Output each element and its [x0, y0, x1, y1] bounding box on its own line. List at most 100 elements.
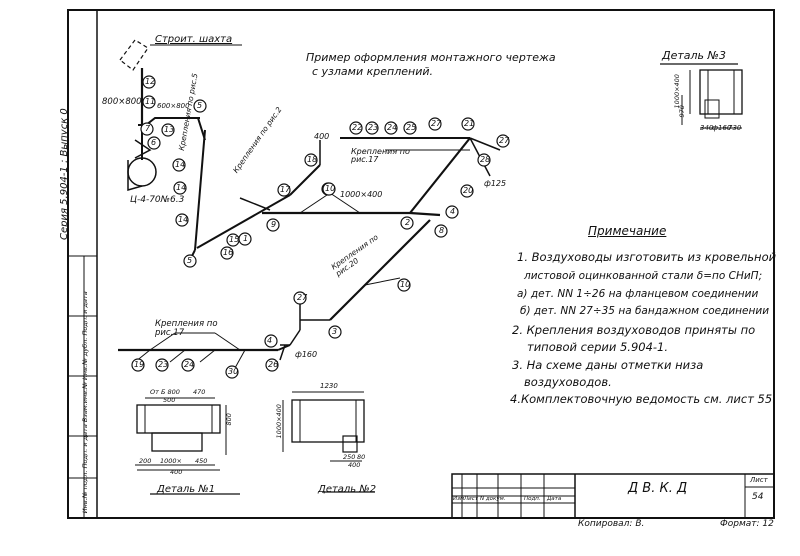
note-line: б) дет. NN 27÷35 на бандажном соединении	[520, 305, 770, 317]
callout-number: 16	[223, 248, 234, 257]
note-line: листовой оцинкованной стали δ=по СНиП;	[524, 270, 763, 282]
callout-number: 24	[387, 123, 398, 132]
detail-3-dim: 1000×400	[672, 74, 681, 109]
detail-3-dim: 340	[700, 124, 714, 132]
callout-number: 7	[145, 124, 151, 133]
callout-number: 4	[267, 336, 273, 345]
callout-number: 19	[134, 360, 145, 369]
callout-number: 1	[243, 234, 249, 243]
callout-number: 5	[197, 101, 203, 110]
shaft-label: Строит. шахта	[155, 34, 233, 45]
callout-number: 28	[480, 155, 491, 164]
fan-label: Ц-4-70№6.3	[130, 195, 185, 205]
detail-3-dim: 970	[677, 105, 686, 118]
callout-circles	[131, 75, 510, 379]
duct-scheme	[118, 39, 501, 369]
stamp-fields-label: Инв.№ подл. Подп. и дата Взам.инв.№ Инв.…	[80, 291, 89, 514]
note-line: 3. На схеме даны отметки низа	[512, 358, 704, 372]
callout-number: 5	[187, 256, 193, 265]
detail-1-dim: 470	[193, 388, 206, 396]
callout-number: 14	[178, 215, 189, 224]
outer-frame	[67, 9, 775, 519]
note-line: 2. Крепления воздуховодов приняты по	[512, 323, 756, 337]
callout-number: 18	[307, 155, 318, 164]
tb-sheet-number: 54	[752, 492, 764, 502]
callout-number: 8	[439, 226, 445, 235]
shaft-outline	[119, 39, 149, 71]
detail-1-dim: 200	[139, 457, 152, 465]
detail-2-title: Деталь №2	[318, 484, 377, 495]
callout-number: 27	[431, 119, 442, 128]
note-line: типовой серии 5.904-1.	[527, 340, 669, 354]
callout-number: 23	[158, 360, 169, 369]
fixing-rus17-bottom-label: Крепления по рис.17	[155, 319, 218, 338]
callout-number: 25	[406, 123, 417, 132]
callout-number: 4	[450, 207, 456, 216]
detail-2-dim: 400	[348, 461, 361, 469]
note-line: а) дет. NN 1÷26 на фланцевом соединении	[517, 288, 759, 300]
tb-header: Лист	[464, 496, 478, 502]
drawing-title-line1: Пример оформления монтажного чертежа	[306, 51, 556, 64]
tb-header: N докум.	[480, 496, 506, 502]
callout-number: 2	[405, 218, 411, 227]
tb-copied: Копировал: В.	[578, 519, 645, 529]
note-line: 1. Воздуховоды изготовить из кровельной	[517, 250, 777, 264]
callout-number: 23	[368, 123, 379, 132]
detail-3-drawing	[660, 63, 743, 129]
drawing-title-line2: с узлами креплений.	[312, 65, 433, 78]
detail-1-dim: 800	[224, 413, 233, 426]
callout-number: 21	[464, 119, 475, 128]
detail-1-dim: 500	[163, 396, 176, 404]
detail-1-dim: 400	[170, 468, 183, 476]
duct-800-label: 800×800	[102, 97, 142, 107]
title-block-code: Д В. К. Д	[628, 481, 688, 496]
detail-1-dim: 1000×	[160, 457, 182, 465]
callout-number: 9	[271, 220, 277, 229]
callout-number: 14	[175, 160, 186, 169]
callout-number: 15	[229, 235, 240, 244]
callout-number: 11	[145, 97, 156, 106]
detail-3-dim: 730	[728, 124, 742, 132]
note-line: 4.Комплектовочную ведомость см. лист 55.	[510, 392, 776, 406]
callout-number: 22	[352, 123, 363, 132]
callout-number: 10	[400, 280, 411, 289]
tb-header: Дата	[547, 496, 562, 502]
fixing-rus17-top-label: Крепления по рис.17	[351, 147, 410, 164]
fan-symbol	[127, 157, 157, 187]
callout-number: 10	[325, 184, 336, 193]
dia-125-label: ф125	[484, 179, 507, 188]
detail-1-drawing	[135, 397, 240, 495]
detail-3-dim: ф160	[712, 124, 732, 132]
callout-number: 3	[332, 327, 338, 336]
tb-header: Изм	[453, 496, 465, 502]
detail-3-title: Деталь №3	[662, 49, 726, 62]
detail-2-dim: 1000×400	[274, 404, 283, 439]
detail-2-drawing	[282, 391, 375, 493]
callout-number: 24	[184, 360, 195, 369]
dim-1000x400-label: 1000×400	[340, 190, 383, 199]
callout-number: 26	[268, 360, 279, 369]
duct-600-label: 600×800	[157, 102, 190, 110]
detail-2-dim: 80	[357, 453, 366, 461]
dia-160-label: ф160	[295, 350, 318, 359]
callout-number: 17	[280, 185, 291, 194]
series-label: Серия 5.904-1 ; Выпуск 0	[59, 108, 70, 240]
callout-number: 6	[151, 138, 157, 147]
detail-2-dim: 1230	[320, 382, 338, 390]
detail-1-dim: 450	[195, 457, 208, 465]
detail-1-title: Деталь №1	[157, 484, 216, 495]
callout-number: 14	[176, 183, 187, 192]
title-block	[451, 473, 775, 519]
callout-number: 12	[145, 77, 156, 86]
notes-heading: Примечание	[588, 224, 667, 238]
tb-header: Подп.	[524, 496, 541, 502]
dim-400-label: 400	[314, 132, 330, 141]
callout-number: 20	[463, 186, 474, 195]
detail-1-dim: От Б 800	[150, 388, 180, 396]
callout-number: 30	[228, 367, 239, 376]
note-line: воздуховодов.	[524, 375, 612, 389]
tb-sheet-label: Лист	[750, 476, 768, 484]
detail-2-dim: 250	[343, 453, 356, 461]
callout-number: 13	[164, 125, 175, 134]
